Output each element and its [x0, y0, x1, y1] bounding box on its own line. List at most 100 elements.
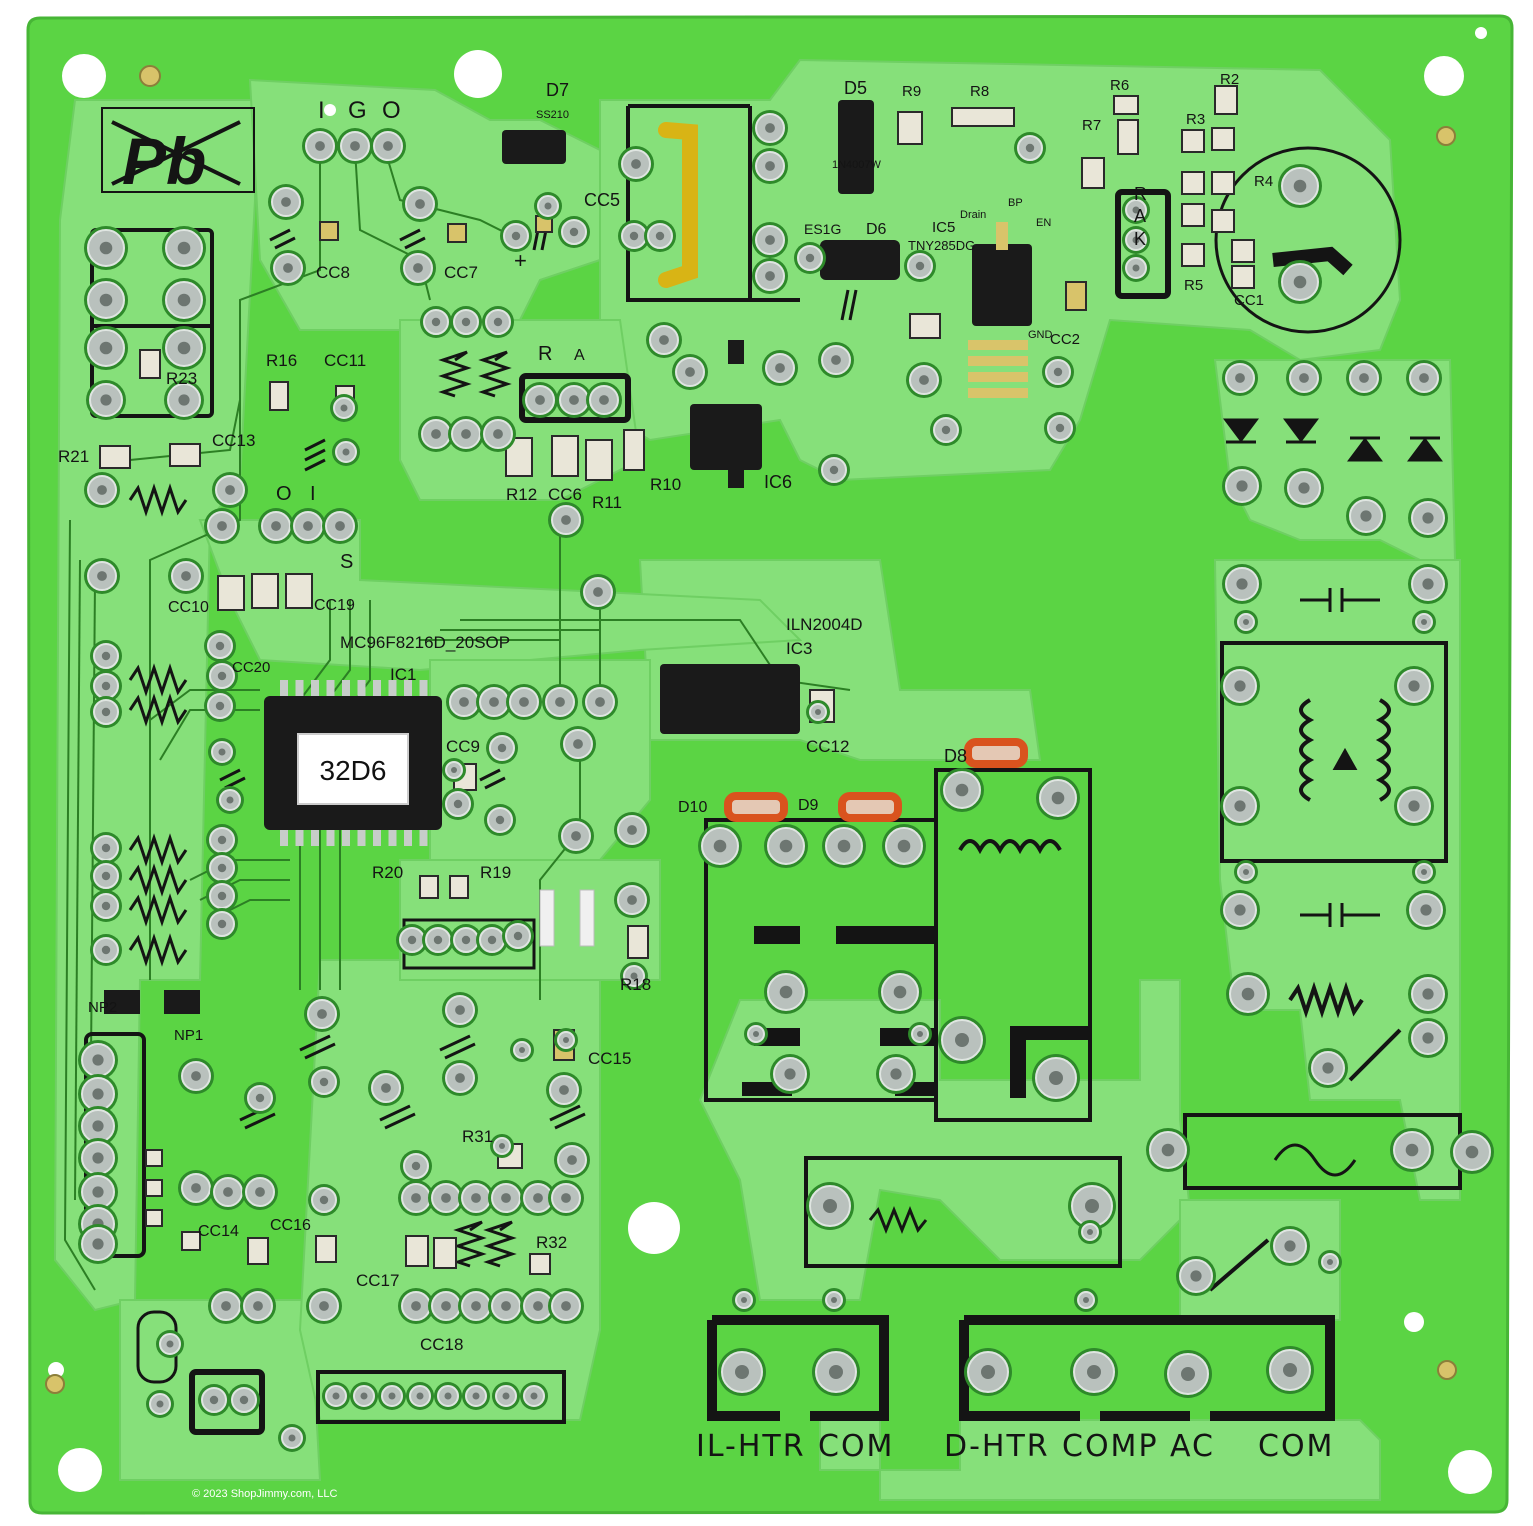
solder-pad-pin	[97, 571, 107, 581]
solder-pad-pin	[239, 1395, 249, 1405]
cc13-ref: CC13	[212, 431, 255, 450]
solder-pad-pin	[561, 1301, 571, 1311]
solder-pad-pin	[573, 739, 583, 749]
solder-pad-pin	[775, 363, 785, 373]
cc15-ref: CC15	[588, 1049, 631, 1068]
solder-pad-pin	[493, 317, 503, 327]
solder-pad-pin	[487, 935, 497, 945]
r8-ref: R8	[970, 83, 989, 100]
solder-pad-pin	[97, 485, 107, 495]
cc7-ref: CC7	[444, 263, 478, 282]
solder-pad-pin	[1283, 1363, 1297, 1377]
solder-pad-pin	[502, 1392, 510, 1400]
solder-pad-pin	[433, 935, 443, 945]
ic1-pin	[342, 828, 350, 846]
ic1-pin	[373, 680, 381, 698]
solder-pad-pin	[489, 697, 499, 707]
d10-ref: D10	[678, 799, 707, 816]
ic3-chip	[660, 664, 800, 734]
solder-pad-pin	[713, 839, 727, 853]
r12-ref: R12	[506, 485, 537, 504]
pin-label-a: A	[1134, 206, 1146, 226]
ic1-pin	[357, 680, 366, 698]
ic1-chip-package: 32D6	[264, 680, 442, 846]
ic5-gnd-label: GND	[1028, 329, 1053, 341]
solder-pad-pin	[226, 796, 234, 804]
solder-pad-pin	[342, 448, 350, 456]
solder-pad-pin	[1421, 619, 1427, 625]
pin-label-i-2: I	[310, 483, 316, 505]
solder-pad-pin	[383, 141, 393, 151]
ic5-en-label: EN	[1036, 217, 1051, 229]
solder-pad-pin	[941, 425, 951, 435]
solder-pad-pin	[459, 697, 469, 707]
solder-pad-pin	[177, 341, 191, 355]
solder-pad-pin	[569, 395, 579, 405]
solder-pad-pin	[1234, 680, 1246, 692]
solder-pad-pin	[453, 799, 463, 809]
ic5-drain-label: Drain	[960, 209, 986, 221]
ic1-pin	[357, 828, 366, 846]
solder-pad-pin	[561, 515, 571, 525]
solder-pad-pin	[533, 1301, 543, 1311]
solder-pad-pin	[177, 293, 191, 307]
ic3-ref: IC3	[786, 639, 812, 658]
cc16-ref: CC16	[270, 1217, 311, 1234]
cc1-ref: CC1	[1234, 292, 1264, 309]
d6-diode-body	[820, 240, 900, 280]
solder-pad-pin	[319, 1195, 329, 1205]
solder-pad-pin	[1087, 1229, 1093, 1235]
solder-pad-pin	[217, 863, 227, 873]
solder-pad-pin	[209, 1395, 219, 1405]
d8-ref: D8	[944, 746, 967, 766]
solder-pad-pin	[501, 1301, 511, 1311]
solder-pad-pin	[629, 231, 639, 241]
pin-label-k: K	[1134, 229, 1146, 249]
solder-pad-pin	[493, 429, 503, 439]
d9-led	[838, 792, 902, 822]
solder-pad-pin	[779, 985, 793, 999]
cc17-ref: CC17	[356, 1271, 399, 1290]
solder-pad-pin	[218, 748, 226, 756]
solder-pads	[78, 110, 1494, 1452]
solder-pad-pin	[831, 355, 841, 365]
d6-ref: D6	[866, 221, 887, 238]
pin-label-o: O	[382, 97, 401, 124]
pin-label-o-2: O	[276, 483, 292, 505]
r2-ref: R2	[1220, 71, 1239, 88]
solder-pad-pin	[1284, 1240, 1296, 1252]
solder-pad-pin	[499, 1143, 505, 1149]
r18-ref: R18	[620, 975, 651, 994]
solder-pad-pin	[1293, 275, 1307, 289]
d6-part: ES1G	[804, 221, 841, 237]
ic6-ref: IC6	[764, 472, 792, 492]
solder-pad-pin	[100, 394, 112, 406]
ic1-chip-label: 32D6	[320, 755, 387, 786]
cc5-polarity-plus: +	[514, 248, 527, 273]
solder-pad-pin	[544, 202, 552, 210]
solder-pad-pin	[217, 521, 227, 531]
solder-pad-pin	[340, 404, 348, 412]
solder-pad-pin	[1132, 236, 1140, 244]
solder-pad-pin	[495, 815, 505, 825]
solder-pad-pin	[92, 1152, 104, 1164]
solder-pad-pin	[1327, 1259, 1333, 1265]
solder-pad-pin	[315, 141, 325, 151]
solder-pad-pin	[753, 1031, 759, 1037]
relay-coil-yellow-mark	[658, 122, 698, 288]
solder-pad-pin	[1421, 869, 1427, 875]
cc2-ref: CC2	[1050, 331, 1080, 348]
solder-pad-pin	[471, 1193, 481, 1203]
solder-pad-pin	[831, 1297, 837, 1303]
solder-pad-pin	[99, 241, 113, 255]
solder-pad-pin	[1419, 373, 1429, 383]
solder-pad-pin	[765, 235, 775, 245]
solder-pad-pin	[181, 571, 191, 581]
solder-pad-pin	[627, 825, 637, 835]
solder-pad-pin	[177, 241, 191, 255]
solder-pad-pin	[955, 1033, 969, 1047]
solder-pad-pin	[223, 1187, 233, 1197]
solder-pad-pin	[271, 521, 281, 531]
cc5-ref: CC5	[584, 190, 620, 210]
np1-ref: NP1	[174, 1027, 203, 1044]
